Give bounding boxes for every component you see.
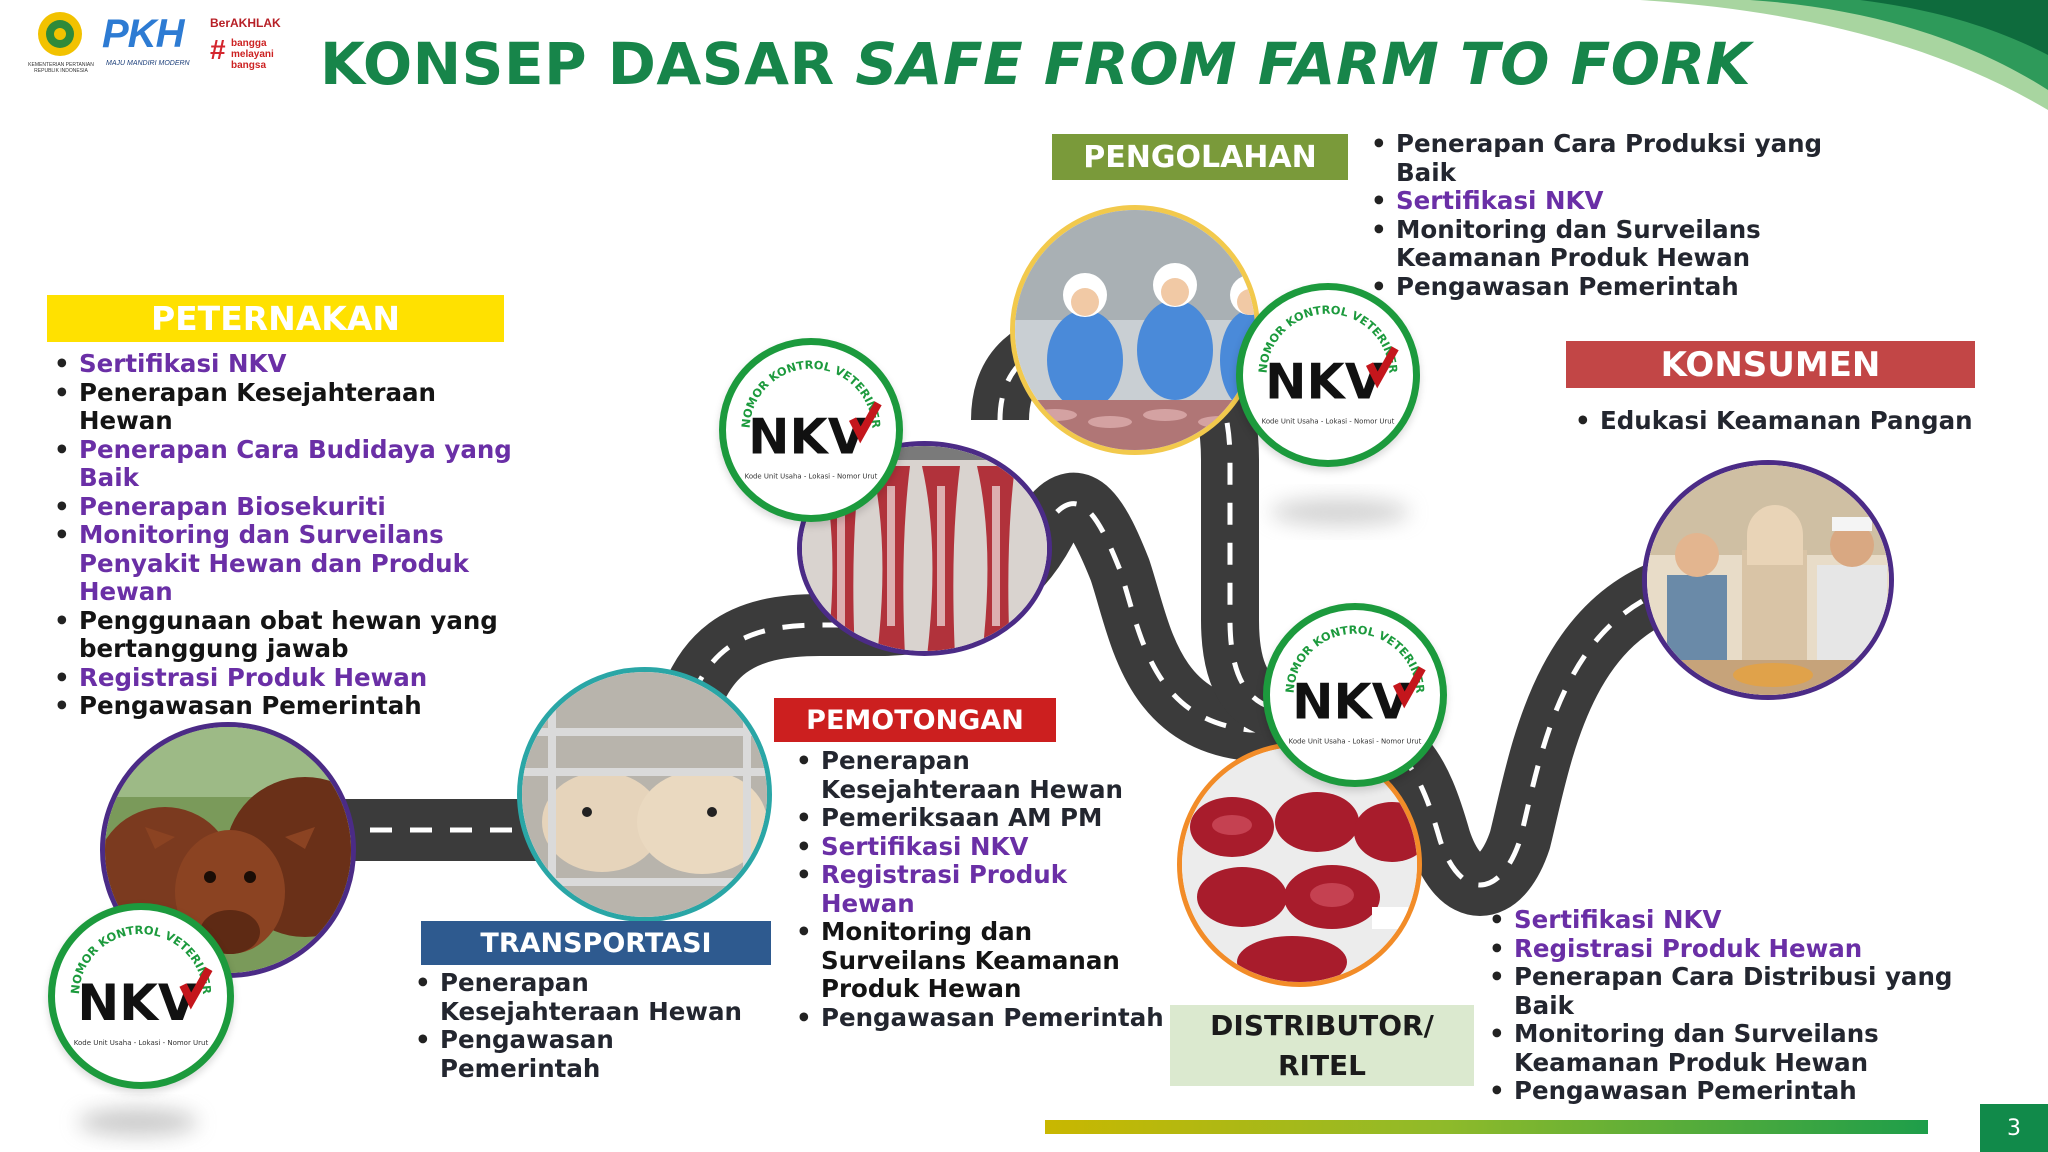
- list-item: Pengawasan Pemerintah: [1369, 272, 1849, 302]
- list-item: Pengawasan Pemerintah: [794, 1003, 1164, 1033]
- pkh-tagline: MAJU MANDIRI MODERN: [106, 60, 190, 67]
- list-item: Registrasi Produk Hewan: [52, 663, 522, 693]
- nkv-badge-farm: NOMOR KONTROL VETERINER NKV Kode Unit Us…: [48, 903, 234, 1089]
- footer-gradient-bar: [1045, 1120, 1928, 1134]
- list-item: Registrasi Produk Hewan: [794, 860, 1164, 918]
- pkh-logo: PKH: [102, 12, 184, 56]
- nkv-badge-retail: NOMOR KONTROL VETERINER NKV Kode Unit Us…: [1263, 603, 1447, 787]
- bangga-text: bangga: [231, 38, 267, 49]
- nkv-logo-text: NKV: [1292, 673, 1410, 731]
- list-item: Monitoring dan Surveilans Keamanan Produ…: [1487, 1019, 1987, 1077]
- nkv-logo-text: NKV: [77, 974, 197, 1032]
- nkv-badge-slaughter: NOMOR KONTROL VETERINER NKV Kode Unit Us…: [719, 338, 903, 522]
- list-item: Pengawasan Pemerintah: [413, 1025, 763, 1083]
- label-distributor-line1: DISTRIBUTOR/: [1210, 1008, 1434, 1042]
- list-item: Penerapan Cara Produksi yang Baik: [1369, 129, 1849, 187]
- processing-workers-photo: [1010, 205, 1260, 455]
- ministry-logo-text: KEMENTERIAN PERTANIAN REPUBLIK INDONESIA: [28, 62, 94, 74]
- bangga-hashtag-icon: #: [210, 34, 226, 65]
- label-distributor-line2: RITEL: [1277, 1048, 1367, 1082]
- list-konsumen: Edukasi Keamanan Pangan: [1573, 406, 1993, 436]
- list-item: Pengawasan Pemerintah: [1487, 1076, 1987, 1106]
- title-italic: SAFE FROM FARM TO FORK: [855, 30, 1752, 98]
- nkv-bottom-text: Kode Unit Usaha - Lokasi - Nomor Urut: [745, 472, 878, 480]
- corner-decoration: [1640, 0, 2048, 110]
- label-peternakan: PETERNAKAN: [47, 295, 504, 342]
- list-item: Penerapan Cara Budidaya yang Baik: [52, 435, 522, 493]
- nkv-bottom-text: Kode Unit Usaha - Lokasi - Nomor Urut: [1289, 737, 1422, 745]
- list-item: Monitoring dan Surveilans Keamanan Produ…: [794, 917, 1164, 1004]
- list-item: Sertifikasi NKV: [1369, 186, 1849, 216]
- slide-title: KONSEP DASAR SAFE FROM FARM TO FORK: [320, 30, 1751, 98]
- label-pengolahan: PENGOLAHAN: [1052, 134, 1348, 180]
- list-item: Penerapan Biosekuriti: [52, 492, 522, 522]
- label-distributor: DISTRIBUTOR/ RITEL: [1170, 1005, 1474, 1086]
- list-item: Registrasi Produk Hewan: [1487, 934, 1987, 964]
- nkv-bottom-text: Kode Unit Usaha - Lokasi - Nomor Urut: [74, 1039, 209, 1047]
- list-peternakan: Sertifikasi NKV Penerapan Kesejahteraan …: [52, 349, 522, 721]
- transport-truck-photo: [517, 667, 772, 922]
- list-transportasi: Penerapan Kesejahteraan Hewan Pengawasan…: [413, 968, 763, 1083]
- ministry-logo: [38, 12, 82, 56]
- label-konsumen: KONSUMEN: [1566, 341, 1975, 388]
- list-item: Pemeriksaan AM PM: [794, 803, 1164, 833]
- list-item: Monitoring dan Surveilans Keamanan Produ…: [1369, 215, 1849, 273]
- logo-group: KEMENTERIAN PERTANIAN REPUBLIK INDONESIA…: [26, 8, 286, 78]
- label-pemotongan: PEMOTONGAN: [774, 698, 1056, 742]
- bangsa-text: bangsa: [231, 60, 267, 71]
- list-item: Penerapan Cara Distribusi yang Baik: [1487, 962, 1987, 1020]
- list-item: Pengawasan Pemerintah: [52, 691, 522, 721]
- list-pemotongan: Penerapan Kesejahteraan Hewan Pemeriksaa…: [794, 746, 1164, 1033]
- list-pengolahan: Penerapan Cara Produksi yang Baik Sertif…: [1369, 129, 1849, 302]
- list-item: Penggunaan obat hewan yang bertanggung j…: [52, 606, 522, 664]
- nkv-logo-text: NKV: [1265, 353, 1383, 411]
- list-item: Sertifikasi NKV: [52, 349, 522, 379]
- berakhlak-logo: BerAKHLAK: [210, 16, 281, 30]
- list-item: Monitoring dan Surveilans Penyakit Hewan…: [52, 520, 522, 607]
- nkv-badge-processing: NOMOR KONTROL VETERINER NKV Kode Unit Us…: [1236, 283, 1420, 467]
- label-transportasi: TRANSPORTASI: [421, 921, 771, 965]
- nkv-logo-text: NKV: [748, 408, 866, 466]
- consumer-family-photo: [1642, 460, 1894, 700]
- list-item: Penerapan Kesejahteraan Hewan: [794, 746, 1164, 804]
- nkv-bottom-text: Kode Unit Usaha - Lokasi - Nomor Urut: [1262, 417, 1395, 425]
- retail-meat-photo: [1177, 742, 1422, 987]
- title-plain: KONSEP DASAR: [320, 30, 856, 98]
- list-item: Sertifikasi NKV: [794, 832, 1164, 862]
- list-item: Penerapan Kesejahteraan Hewan: [52, 378, 522, 436]
- list-distributor: Sertifikasi NKV Registrasi Produk Hewan …: [1487, 905, 1987, 1106]
- page-number: 3: [1980, 1104, 2048, 1152]
- melayani-text: melayani: [231, 49, 274, 60]
- list-item: Sertifikasi NKV: [1487, 905, 1987, 935]
- list-item: Penerapan Kesejahteraan Hewan: [413, 968, 763, 1026]
- list-item: Edukasi Keamanan Pangan: [1573, 406, 1993, 436]
